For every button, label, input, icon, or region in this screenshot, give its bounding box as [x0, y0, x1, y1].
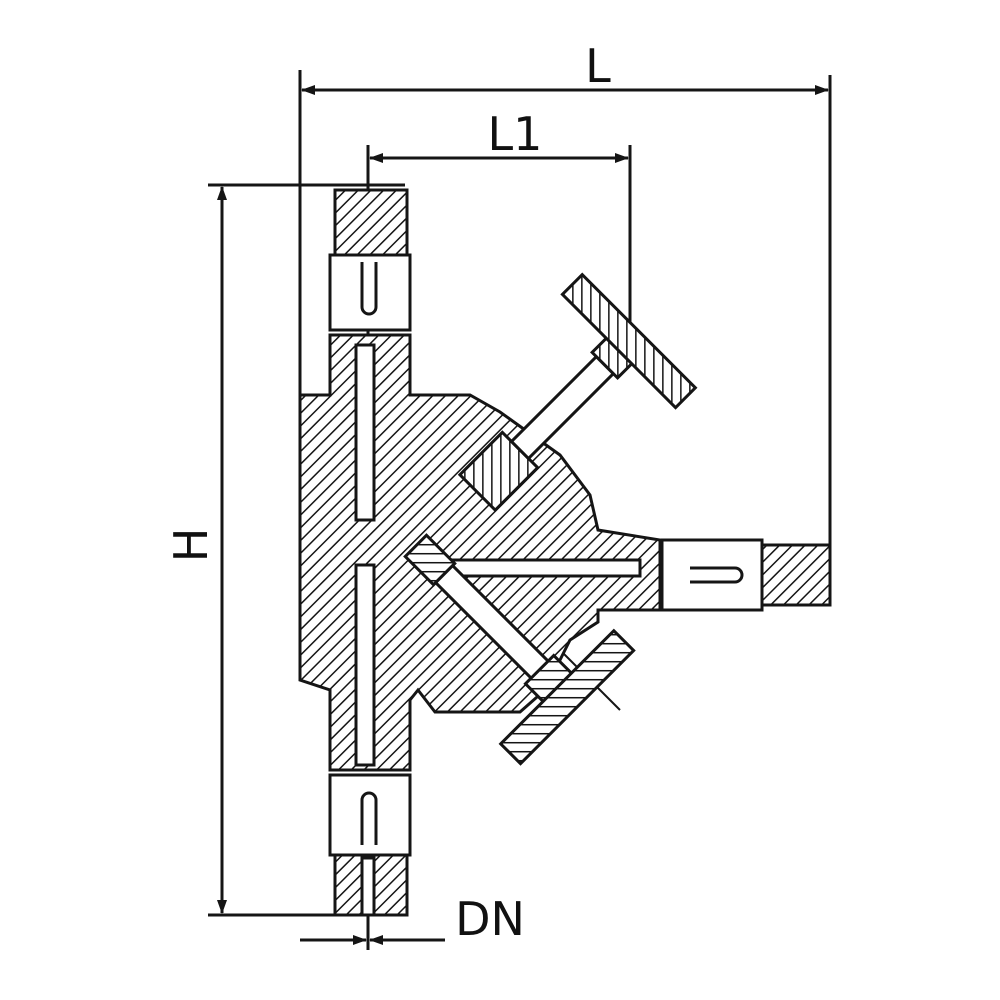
- lower-handwheel: [498, 628, 636, 766]
- bore-lower: [354, 563, 376, 767]
- valve-body: [298, 188, 832, 917]
- body-casting: [298, 333, 662, 772]
- label-l1: L1: [488, 107, 543, 161]
- label-h: H: [164, 528, 218, 563]
- bore-upper: [354, 343, 376, 522]
- top-connector: [333, 188, 409, 257]
- side-nut: [660, 538, 764, 612]
- label-dn: DN: [455, 892, 525, 946]
- bottom-nut: [328, 773, 412, 857]
- top-nut: [328, 253, 412, 332]
- side-connector: [760, 543, 832, 607]
- bore-side: [438, 558, 642, 578]
- lower-valve: [403, 533, 636, 766]
- upper-handwheel: [560, 272, 698, 410]
- label-l: L: [585, 39, 611, 93]
- upper-valve: [457, 272, 698, 513]
